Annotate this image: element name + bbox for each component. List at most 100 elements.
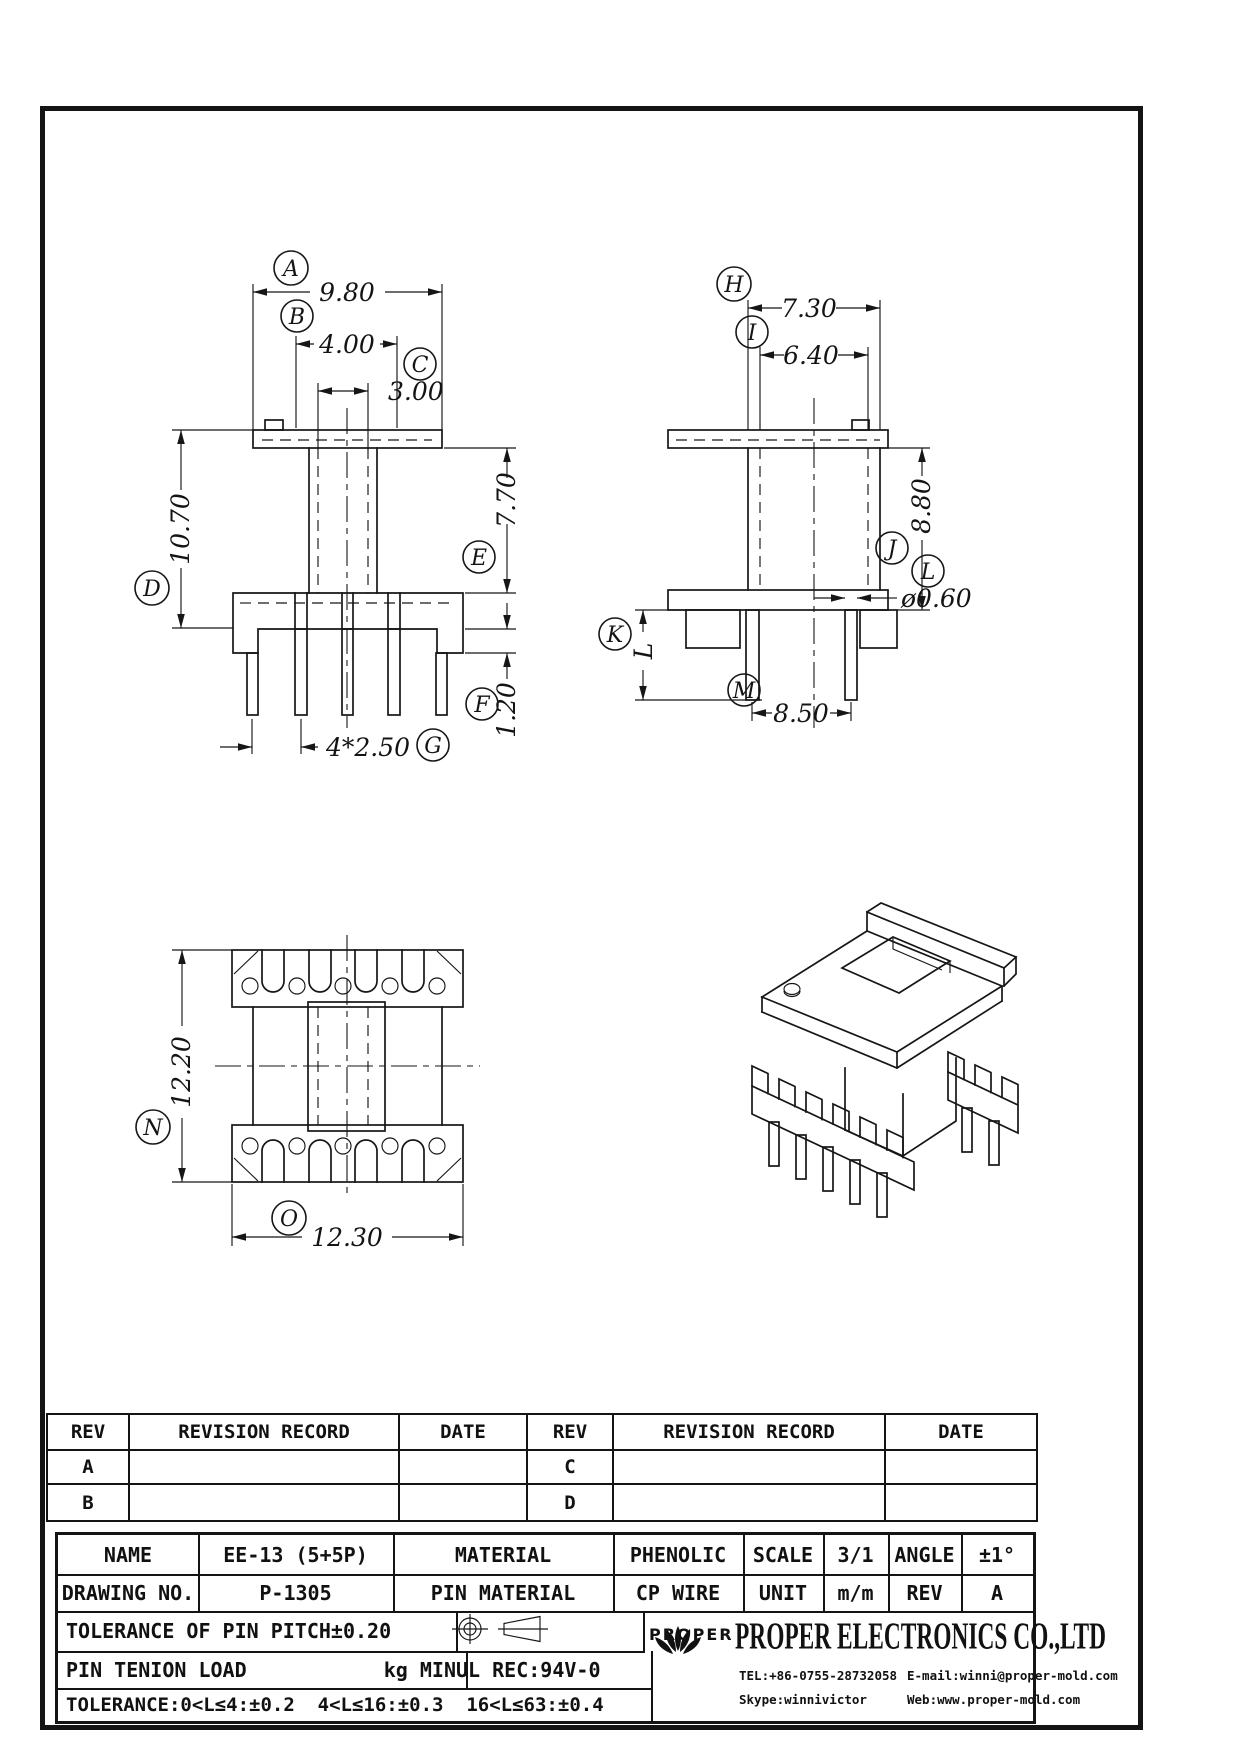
pin: [988, 1120, 1000, 1166]
revision-table: REV REVISION RECORD DATE REV REVISION RE…: [46, 1413, 1038, 1522]
pin-tension-load-label: PIN TENION LOAD: [66, 1657, 247, 1682]
dim-L: ø0.60 L: [814, 554, 972, 613]
company-skype: Skype:winnivictor: [739, 1691, 867, 1707]
rev-header: REV: [528, 1415, 614, 1451]
projection-symbol-icon: [452, 1614, 548, 1644]
svg-text:I: I: [747, 321, 758, 346]
rev-label: REV: [888, 1574, 963, 1613]
svg-text:H: H: [723, 273, 744, 298]
svg-text:G: G: [424, 734, 442, 759]
pin: [246, 652, 259, 716]
sheet-border: [40, 106, 1143, 1730]
dim-M: 8.50 M: [727, 673, 852, 728]
pin: [341, 628, 354, 716]
svg-text:K: K: [606, 623, 625, 648]
rev-header: REVISION RECORD: [614, 1415, 886, 1451]
svg-text:8.50: 8.50: [773, 699, 829, 728]
svg-text:12.30: 12.30: [311, 1223, 383, 1252]
rev-cell: [614, 1451, 886, 1485]
svg-text:F: F: [473, 693, 490, 718]
svg-text:E: E: [470, 546, 487, 571]
projection-symbol-cell: [448, 1611, 645, 1653]
drawing-no-value: P-1305: [198, 1574, 395, 1613]
pin: [822, 1146, 834, 1192]
svg-text:6.40: 6.40: [783, 341, 839, 370]
scale-value: 3/1: [823, 1535, 890, 1576]
name-label: NAME: [58, 1535, 200, 1576]
dim-B: 4.00 B: [280, 299, 398, 428]
svg-text:B: B: [288, 305, 305, 330]
rev-cell: [400, 1485, 528, 1520]
svg-text:O: O: [280, 1207, 298, 1232]
svg-text:M: M: [732, 679, 756, 704]
ul-rec: UL REC:94V-0: [448, 1651, 653, 1690]
dim-O: 12.30 O: [231, 1184, 464, 1252]
svg-text:8.80: 8.80: [907, 478, 936, 534]
rev-cell: C: [528, 1451, 614, 1485]
pin: [849, 1159, 861, 1205]
rev-cell: [886, 1451, 1036, 1485]
rev-header: DATE: [886, 1415, 1036, 1451]
svg-text:L: L: [629, 643, 658, 661]
dim-G: 4*2.50 G: [220, 719, 450, 762]
company-contacts: TEL:+86-0755-28732058 E-mail:winni@prope…: [739, 1663, 1118, 1711]
rev-cell: B: [48, 1485, 130, 1520]
angle-value: ±1°: [961, 1535, 1033, 1576]
rev-cell: [130, 1485, 400, 1520]
top-view: 12.20 N 12.30 O: [135, 935, 480, 1252]
svg-text:4*2.50: 4*2.50: [325, 733, 410, 762]
svg-text:4.00: 4.00: [318, 330, 375, 359]
dim-F: 1.20 F: [465, 603, 521, 738]
svg-text:3.00: 3.00: [388, 377, 444, 406]
svg-text:12.20: 12.20: [167, 1036, 196, 1108]
pin: [387, 628, 401, 716]
pin: [435, 652, 448, 716]
unit-value: m/m: [823, 1574, 890, 1613]
dim-K: L K: [598, 609, 762, 701]
pin-tension-load-cell: PIN TENION LOAD kg MIN: [58, 1651, 468, 1690]
kg-min-label: kg MIN: [383, 1657, 456, 1682]
dim-A: 9.80 A: [252, 250, 443, 430]
pin-material-value: CP WIRE: [613, 1574, 745, 1613]
svg-text:D: D: [142, 577, 161, 602]
dim-E: 7.70 E: [444, 447, 521, 594]
pin: [844, 609, 858, 701]
angle-label: ANGLE: [888, 1535, 963, 1576]
title-block: NAME EE-13 (5+5P) MATERIAL PHENOLIC SCAL…: [55, 1532, 1118, 1724]
scale-label: SCALE: [743, 1535, 825, 1576]
svg-text:7.70: 7.70: [492, 472, 521, 528]
dim-H: 7.30 H: [716, 266, 881, 430]
pin: [768, 1121, 780, 1167]
pin: [795, 1134, 807, 1180]
company-logo: PROPER: [649, 1625, 733, 1654]
drawing-no-label: DRAWING NO.: [58, 1574, 200, 1613]
company-email: E-mail:winni@proper-mold.com: [907, 1667, 1118, 1683]
svg-text:L: L: [920, 560, 936, 585]
pin: [876, 1172, 888, 1218]
name-value: EE-13 (5+5P): [198, 1535, 395, 1576]
material-value: PHENOLIC: [613, 1535, 745, 1576]
svg-text:N: N: [142, 1116, 163, 1141]
rev-cell: [614, 1485, 886, 1520]
rev-cell: [886, 1485, 1036, 1520]
dim-C: 3.00 C: [317, 347, 444, 450]
rev-cell: D: [528, 1485, 614, 1520]
company-block: PROPER PROPER ELECTRONICS CO.,LTD TEL:+8…: [643, 1611, 1118, 1721]
dim-N: 12.20 N: [135, 949, 232, 1183]
dim-J: 8.80 J: [875, 447, 936, 611]
company-tel: TEL:+86-0755-28732058: [739, 1667, 898, 1683]
length-tolerance: TOLERANCE:0<L≤4:±0.2 4<L≤16:±0.3 16<L≤63…: [58, 1688, 653, 1721]
dim-I: 6.40 I: [735, 315, 869, 430]
unit-label: UNIT: [743, 1574, 825, 1613]
rev-header: DATE: [400, 1415, 528, 1451]
svg-text:J: J: [884, 537, 898, 562]
company-web: Web:www.proper-mold.com: [907, 1691, 1081, 1707]
side-view: 7.30 H 6.40 I 8.80: [598, 266, 972, 728]
front-view: 9.80 A 4.00 B 3.00 C: [134, 250, 521, 762]
lotus-logo-icon: [655, 1626, 701, 1654]
pin-pitch-tolerance: TOLERANCE OF PIN PITCH±0.20: [58, 1611, 458, 1653]
rev-cell: [130, 1451, 400, 1485]
isometric-view: [751, 902, 1019, 1218]
